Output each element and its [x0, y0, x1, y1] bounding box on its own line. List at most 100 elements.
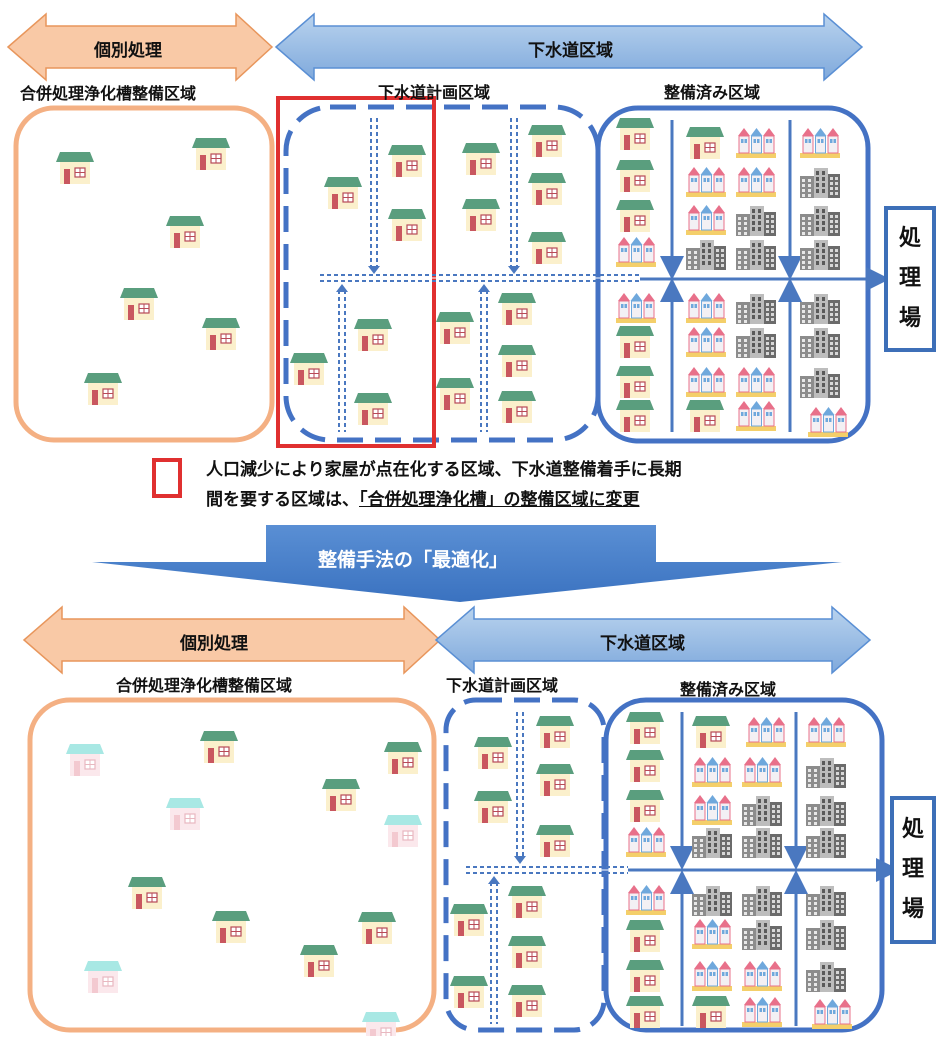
house-icon [528, 232, 566, 264]
house-icon [358, 912, 396, 944]
legend-line-2-prefix: 間を要する区域は、 [206, 490, 359, 510]
building-icon [800, 240, 840, 270]
house-icon [626, 960, 664, 992]
building-icon [806, 920, 846, 950]
bottom-plant-char-1: 処 [901, 817, 924, 842]
house-icon [354, 393, 392, 425]
building-icon [736, 240, 776, 270]
pipe-arrowhead [514, 856, 526, 864]
sewer-area-arrow [274, 12, 864, 82]
pipe-arrowhead [368, 266, 380, 274]
building-icon [742, 828, 782, 858]
planned-sewer-pipe [510, 118, 518, 268]
building-icon [806, 886, 846, 916]
house-icon [536, 825, 574, 857]
top-plant-char-2: 理 [898, 266, 921, 291]
planned-sewer-pipe [490, 882, 498, 1024]
house-icon [450, 904, 488, 936]
house-icon [508, 886, 546, 918]
house-icon [528, 173, 566, 205]
house-icon [686, 400, 724, 432]
townhouse-icon [686, 205, 726, 235]
house-icon [616, 366, 654, 398]
house-icon [462, 143, 500, 175]
townhouse-icon [626, 885, 666, 915]
building-icon [800, 168, 840, 198]
top-sewer-label: 下水道区域 [528, 41, 613, 61]
house-icon [128, 877, 166, 909]
top-developed-region-label: 整備済み区域 [664, 83, 761, 102]
townhouse-icon [626, 827, 666, 857]
townhouse-icon [800, 128, 840, 158]
building-icon [800, 328, 840, 358]
house-icon [450, 976, 488, 1008]
townhouse-icon [692, 795, 732, 825]
change-area-box [276, 96, 436, 448]
townhouse-icon [808, 407, 848, 437]
house-icon [508, 936, 546, 968]
house-icon [300, 945, 338, 977]
building-icon [806, 758, 846, 788]
faded-house-icon [166, 798, 204, 830]
house-icon [686, 127, 724, 159]
legend-red-box [152, 458, 182, 498]
faded-house-icon [384, 815, 422, 847]
building-icon [692, 886, 732, 916]
townhouse-icon [686, 327, 726, 357]
townhouse-icon [686, 293, 726, 323]
bottom-plant-char-2: 理 [901, 857, 924, 882]
planned-sewer-pipe [516, 712, 524, 856]
planned-sewer-pipe [466, 866, 628, 874]
townhouse-icon [616, 237, 656, 267]
townhouse-icon [616, 293, 656, 323]
townhouse-icon [746, 717, 786, 747]
faded-house-icon [66, 744, 104, 776]
bottom-developed-region-label: 整備済み区域 [680, 680, 777, 699]
building-icon [800, 368, 840, 398]
house-icon [626, 920, 664, 952]
townhouse-icon [692, 757, 732, 787]
townhouse-icon [742, 961, 782, 991]
building-icon [742, 796, 782, 826]
townhouse-icon [686, 167, 726, 197]
house-icon [692, 716, 730, 748]
legend-note: 人口減少により家屋が点在化する区域、下水道整備着手に長期 間を要する区域は、「合… [206, 455, 886, 515]
townhouse-icon [812, 999, 852, 1029]
house-icon [498, 345, 536, 377]
bottom-septic-region-label: 合併処理浄化槽整備区域 [116, 676, 293, 695]
planned-sewer-pipe [320, 274, 640, 282]
pipe-arrowhead [478, 284, 490, 292]
pipe-arrowhead [508, 266, 520, 274]
building-icon [742, 920, 782, 950]
house-icon [474, 737, 512, 769]
building-icon [806, 828, 846, 858]
townhouse-icon [692, 961, 732, 991]
septic-region-box [13, 105, 275, 443]
bottom-sewer-label: 下水道区域 [600, 634, 685, 654]
house-icon [192, 138, 230, 170]
townhouse-icon [692, 919, 732, 949]
house-icon [498, 293, 536, 325]
planned-sewer-pipe [338, 290, 346, 432]
house-icon [212, 911, 250, 943]
house-icon [536, 716, 574, 748]
house-icon [388, 145, 426, 177]
house-icon [200, 731, 238, 763]
house-icon [56, 152, 94, 184]
bottom-planned-region-label: 下水道計画区域 [446, 676, 559, 695]
legend-line-1: 人口減少により家屋が点在化する区域、下水道整備着手に長期 [206, 460, 682, 480]
building-icon [736, 328, 776, 358]
house-icon [626, 790, 664, 822]
townhouse-icon [736, 128, 776, 158]
top-individual-label: 個別処理 [94, 41, 162, 61]
planned-sewer-pipe [370, 118, 378, 268]
bottom-plant-char-3: 場 [901, 897, 924, 922]
building-icon [692, 828, 732, 858]
building-icon [736, 206, 776, 236]
bottom-sewer-pipes [466, 712, 900, 1026]
townhouse-icon [736, 367, 776, 397]
house-icon [498, 391, 536, 423]
house-icon [436, 378, 474, 410]
